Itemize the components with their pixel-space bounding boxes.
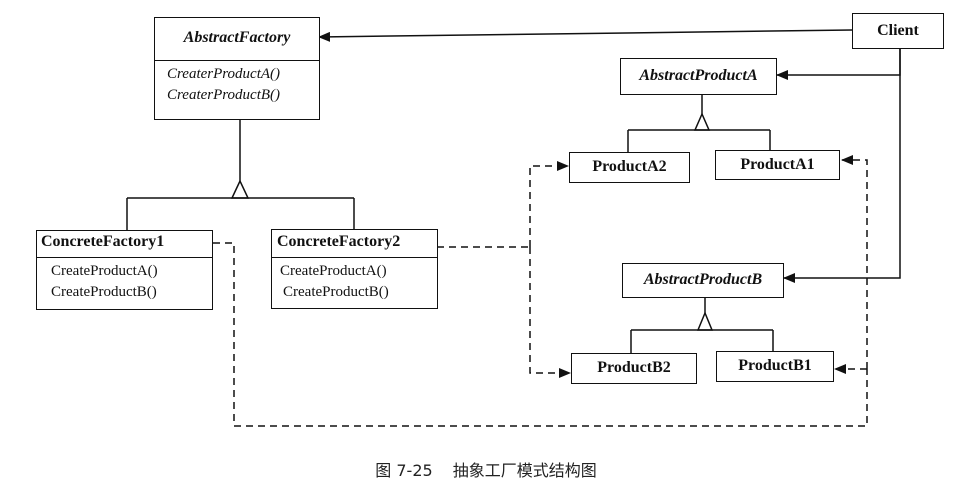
concrete-factory1-name: ConcreteFactory1: [41, 233, 165, 250]
concrete-factory2-ops: CreateProductA() CreateProductB(): [272, 257, 437, 306]
figure-caption: 图 7-25 抽象工厂模式结构图: [0, 457, 972, 481]
abstract-product-b-class[interactable]: AbstractProductB: [622, 263, 784, 298]
concrete-factory2-name: ConcreteFactory2: [277, 233, 401, 250]
product-a2-name: ProductA2: [592, 158, 667, 175]
assoc-client-abstractfactory: [318, 29, 853, 42]
concrete-factory1-ops: CreateProductA() CreateProductB(): [37, 257, 212, 306]
concrete-factory1-op-a: CreateProductA(): [51, 263, 158, 279]
abstract-factory-name: AbstractFactory: [183, 29, 291, 46]
client-class[interactable]: Client: [852, 13, 944, 49]
concrete-factory1-class[interactable]: ConcreteFactory1 CreateProductA() Create…: [36, 230, 213, 310]
abstract-factory-class[interactable]: AbstractFactory CreaterProductA() Create…: [154, 17, 320, 120]
assoc-client-abstractproductb: [783, 48, 901, 283]
product-b1-name: ProductB1: [738, 357, 812, 374]
product-b1-class[interactable]: ProductB1: [716, 351, 834, 382]
concrete-factory2-op-b: CreateProductB(): [283, 284, 389, 300]
abstract-product-b-name: AbstractProductB: [643, 271, 763, 288]
product-a1-name: ProductA1: [740, 156, 815, 173]
client-name: Client: [877, 22, 919, 39]
figure-title: 抽象工厂模式结构图: [452, 461, 597, 480]
concrete-factory2-class[interactable]: ConcreteFactory2 CreateProductA() Create…: [271, 229, 438, 309]
abstract-product-a-name: AbstractProductA: [639, 67, 758, 84]
inherit-triangle-productb: [696, 311, 714, 331]
product-b2-name: ProductB2: [597, 359, 671, 376]
figure-number: 图 7-25: [375, 461, 433, 480]
abstract-factory-ops: CreaterProductA() CreaterProductB(): [155, 60, 319, 109]
abstract-product-a-class[interactable]: AbstractProductA: [620, 58, 777, 95]
dep-cf2-productb2: [529, 247, 571, 378]
product-a1-class[interactable]: ProductA1: [715, 150, 840, 180]
product-b2-class[interactable]: ProductB2: [571, 353, 697, 384]
concrete-factory2-op-a: CreateProductA(): [280, 263, 387, 279]
inherit-triangle-factory: [230, 179, 250, 199]
dep-cf1-producta1: [841, 155, 868, 369]
dep-cf2-producta2: [529, 161, 569, 247]
inherit-triangle-producta: [693, 112, 711, 131]
assoc-client-abstractproducta: [776, 48, 901, 80]
abstract-factory-op-a: CreaterProductA(): [167, 66, 281, 82]
abstract-factory-op-b: CreaterProductB(): [167, 87, 281, 103]
concrete-factory1-op-b: CreateProductB(): [51, 284, 157, 300]
dep-cf1-loop: [213, 242, 868, 427]
product-a2-class[interactable]: ProductA2: [569, 152, 690, 183]
